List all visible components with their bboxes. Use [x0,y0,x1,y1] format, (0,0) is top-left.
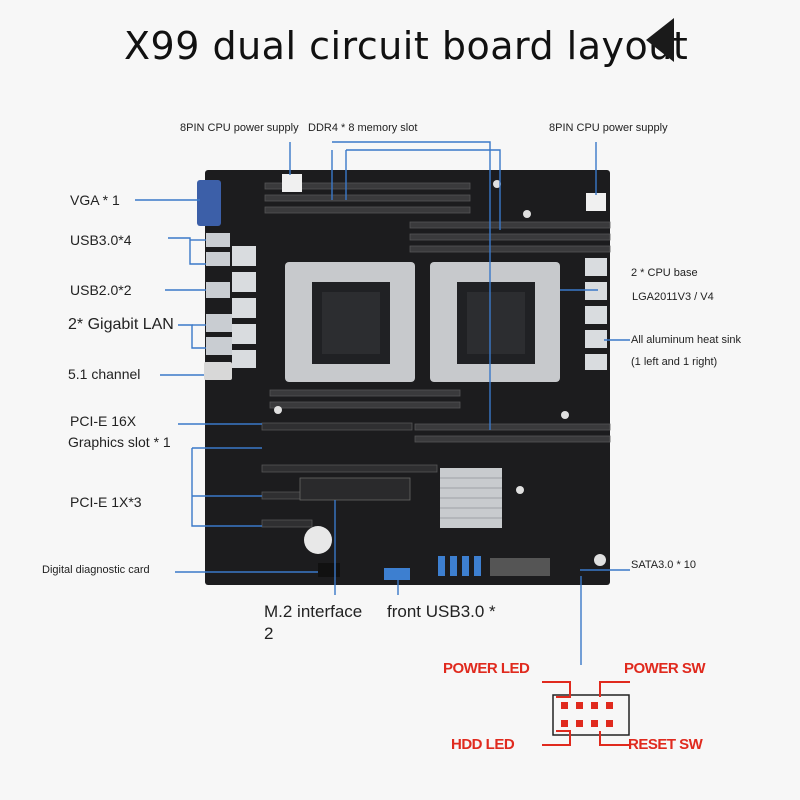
back-arrow-icon[interactable] [646,18,674,62]
sata-ports [438,556,481,576]
label-cpu-base: 2 * CPU base [631,267,698,279]
label-reset-sw: RESET SW [628,736,703,753]
label-usb20: USB2.0*2 [70,282,132,298]
label-hdd-led: HDD LED [451,736,515,753]
cpu-power-right [586,193,606,211]
page-title: X99 dual circuit board layout [124,24,689,68]
label-heatsink-note: (1 left and 1 right) [631,356,718,368]
memory-slots-top [264,182,611,253]
cpu-socket-left [285,262,415,382]
right-vrm-heatsink [585,258,607,370]
label-front-usb: front USB3.0 * [387,602,496,621]
cpu-socket-right [430,262,560,382]
label-m2: M.2 interface [264,602,363,621]
label-m2-count: 2 [264,624,274,643]
label-diag: Digital diagnostic card [42,564,150,576]
label-power-sw: POWER SW [624,660,706,677]
front-panel-header [542,681,630,746]
cmos-battery [304,526,332,554]
label-cpu-power-left: 8PIN CPU power supply [180,122,299,134]
usb20-ports [206,282,230,298]
label-heatsink: All aluminum heat sink [631,334,742,346]
label-pcie16: PCI-E 16X [70,413,137,429]
label-vga: VGA * 1 [70,192,120,208]
audio-jacks [204,362,232,380]
label-usb30: USB3.0*4 [70,232,132,248]
lan-ports [206,314,232,355]
cpu-power-left [282,174,302,192]
label-lan: 2* Gigabit LAN [68,316,174,333]
memory-slots-bottom [269,389,611,443]
diagnostic-display [318,563,340,577]
label-lga: LGA2011V3 / V4 [632,291,714,303]
label-cpu-power-right: 8PIN CPU power supply [549,122,668,134]
leader-lines [135,141,630,665]
label-sata: SATA3.0 * 10 [631,559,697,571]
label-audio: 5.1 channel [68,366,141,382]
label-graphics-slot: Graphics slot * 1 [68,434,171,450]
label-power-led: POWER LED [443,660,530,677]
pcie-slots [261,422,438,528]
label-ddr4: DDR4 * 8 memory slot [308,122,418,134]
vga-port [197,180,221,226]
left-vrm-heatsink [232,246,256,368]
usb30-ports [206,233,230,266]
front-usb3-header [384,568,410,580]
label-pcie1: PCI-E 1X*3 [70,494,142,510]
m2-slot [299,477,411,501]
